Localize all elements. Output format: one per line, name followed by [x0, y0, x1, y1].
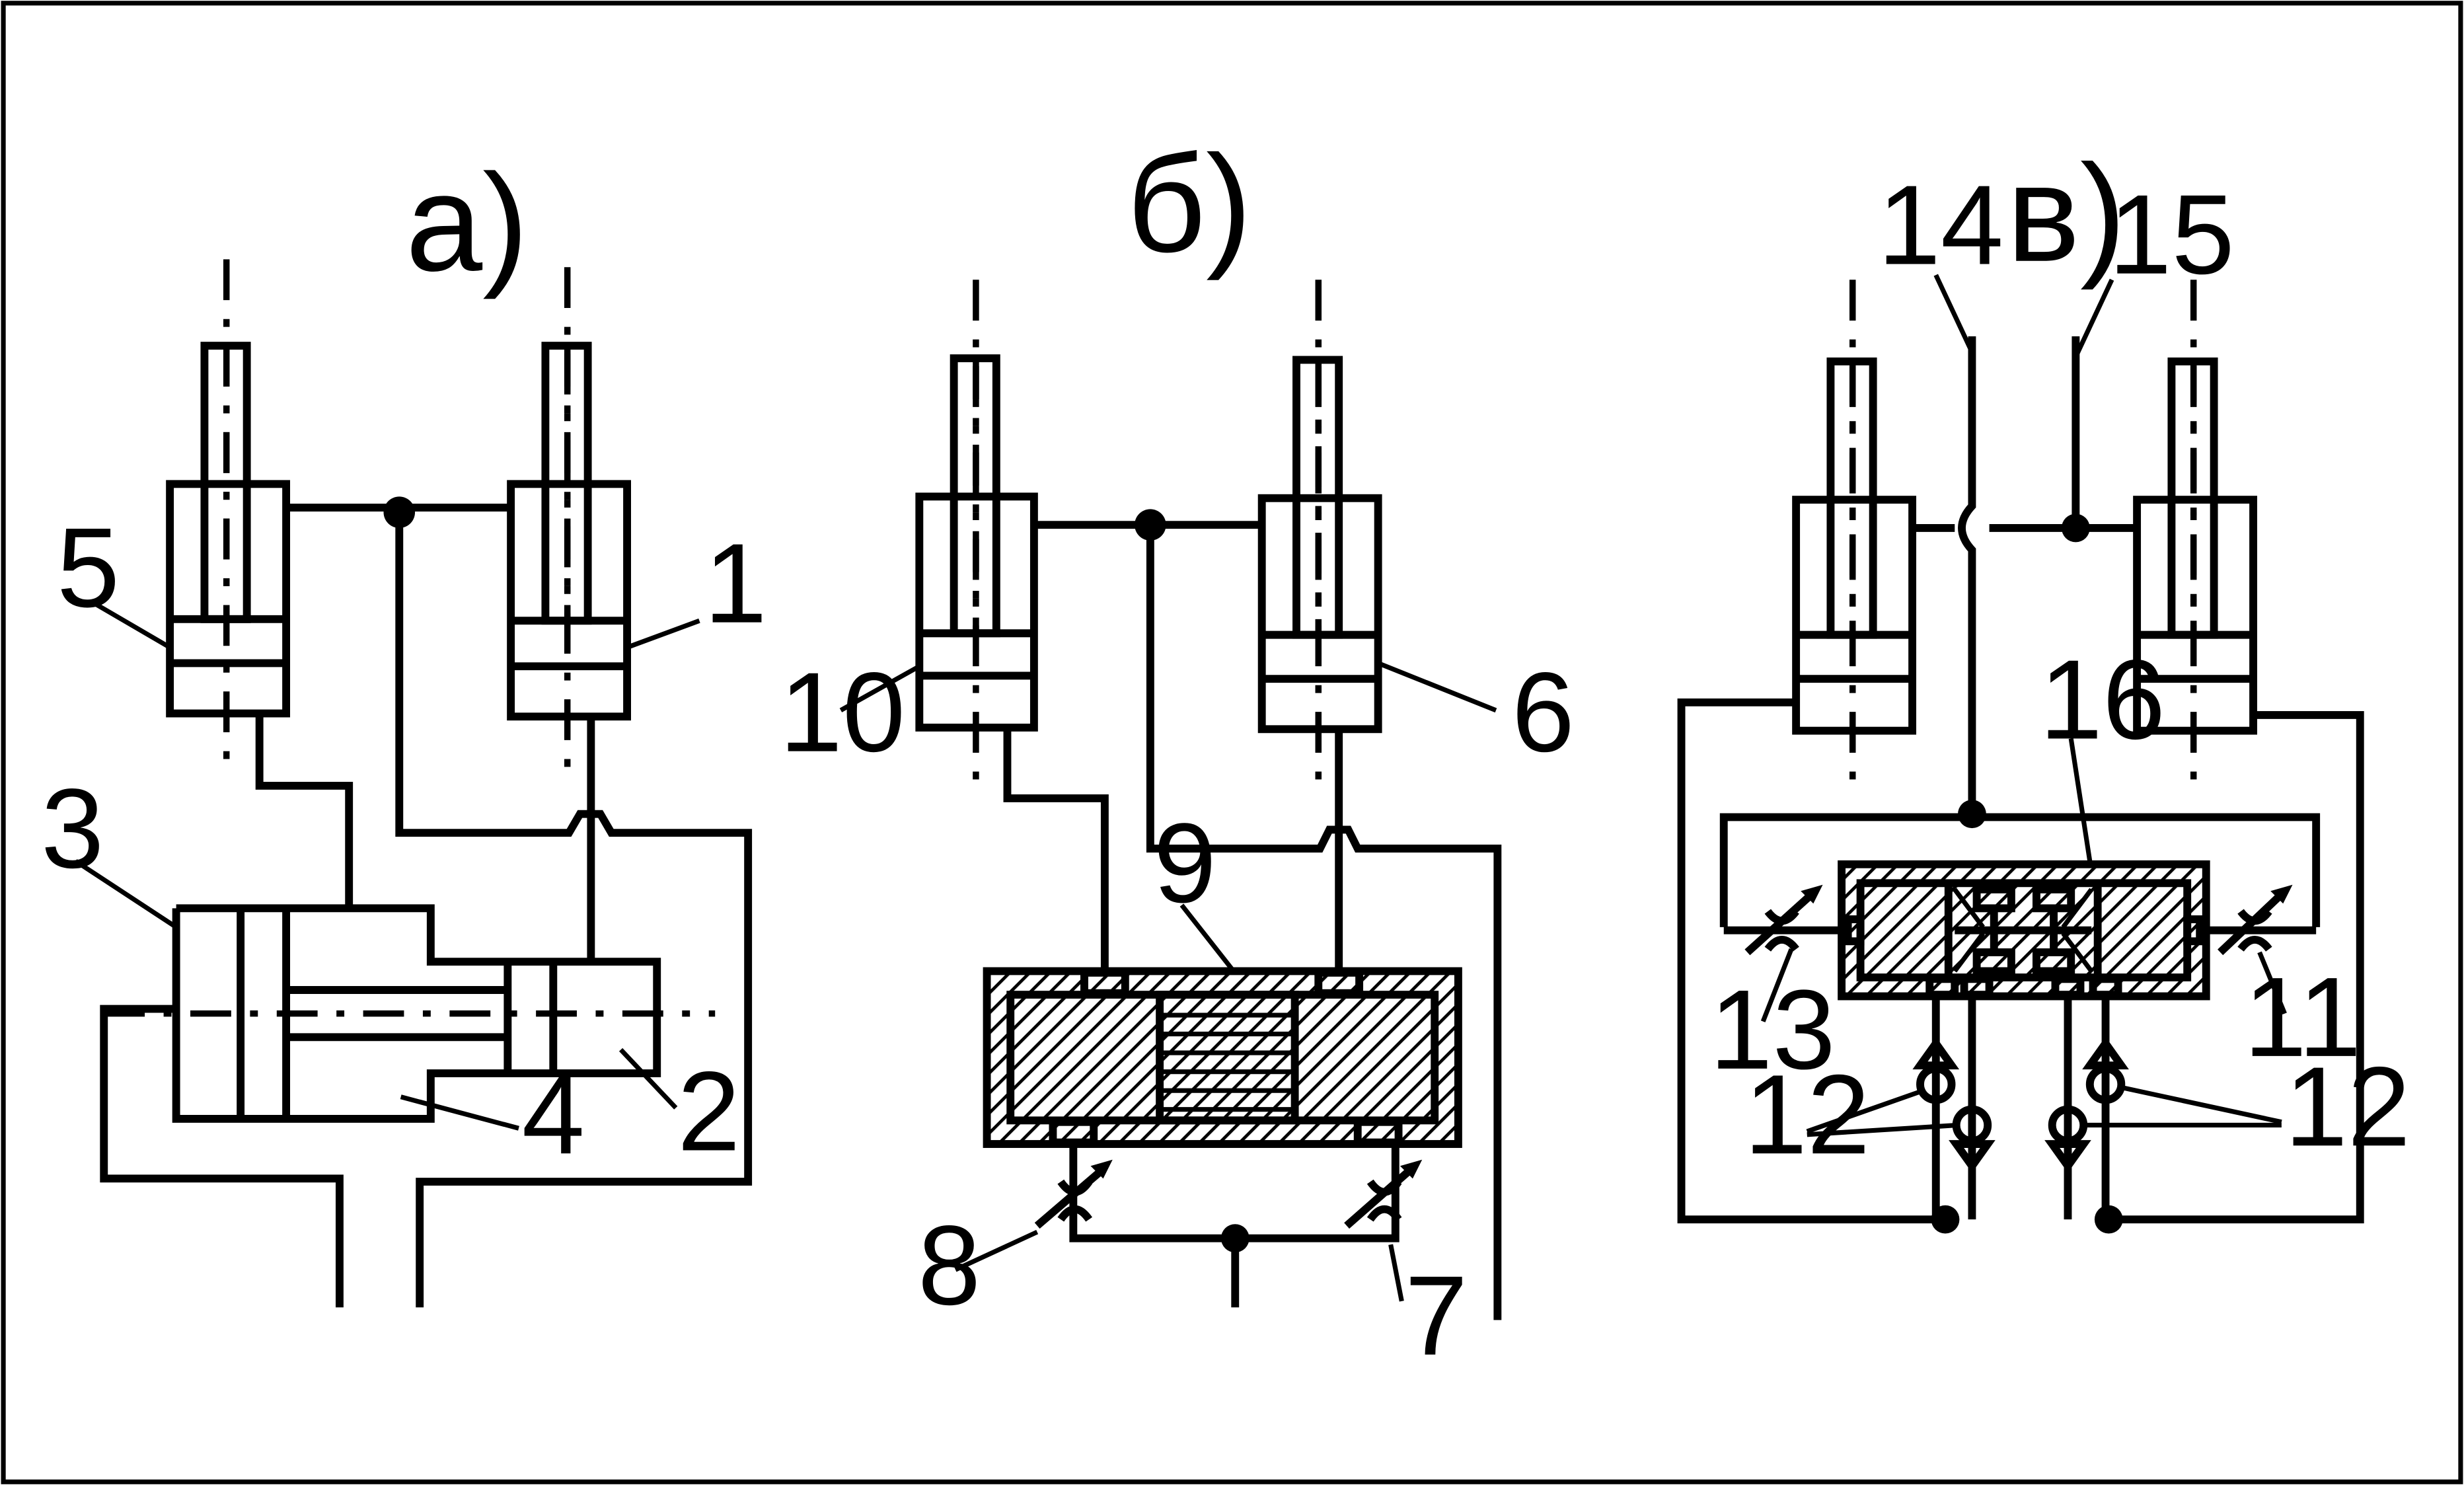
- label-10: 10: [780, 650, 905, 776]
- panel-v-title: в): [2007, 137, 2126, 291]
- label-6: 6: [1512, 650, 1575, 776]
- label-4: 4: [522, 1051, 585, 1178]
- label-7: 7: [1405, 1253, 1468, 1379]
- label-12-left: 12: [1744, 1051, 1870, 1178]
- check-valve-12: [1912, 1036, 2129, 1173]
- panel-a: а): [41, 146, 767, 1308]
- panel-a-pipes: [100, 496, 753, 1308]
- label-2: 2: [677, 1049, 740, 1175]
- panel-v: в): [1677, 137, 2410, 1234]
- throttle-7: [1344, 1159, 1423, 1229]
- label-8: 8: [918, 1203, 981, 1329]
- label-1: 1: [704, 521, 767, 647]
- panel-b: б): [780, 127, 1575, 1379]
- label-12-right: 12: [2285, 1044, 2410, 1170]
- junction-dot: [1931, 1205, 1960, 1234]
- cylinder-10: [915, 280, 1038, 786]
- panel-v-pipes: [1677, 336, 2364, 1234]
- throttle-11: [2218, 884, 2293, 956]
- cylinder-5: [166, 259, 291, 778]
- throttle-8: [1034, 1159, 1113, 1229]
- cylinder-1: [507, 267, 631, 778]
- stepped-cylinder-3-2: [104, 904, 716, 1123]
- panel-a-leaders: [74, 601, 700, 1131]
- panel-a-title: а): [406, 146, 529, 300]
- label-9: 9: [1154, 800, 1216, 927]
- junction-dot: [2094, 1205, 2123, 1234]
- panel-b-title: б): [1127, 127, 1252, 281]
- label-15: 15: [2109, 172, 2234, 298]
- cylinder-right-v: [2133, 280, 2257, 786]
- label-13: 13: [1709, 967, 1835, 1093]
- label-14: 14: [1878, 162, 2003, 288]
- junction-dot: [2061, 514, 2090, 543]
- label-5: 5: [57, 505, 120, 631]
- cylinder-left-v: [1792, 280, 1917, 786]
- label-16: 16: [2040, 637, 2165, 763]
- label-3: 3: [41, 766, 104, 892]
- synchronizer-9: [983, 967, 1462, 1148]
- cylinder-6: [1257, 280, 1382, 786]
- panel-b-leaders: [839, 661, 1497, 1302]
- label-11: 11: [2244, 954, 2362, 1081]
- valve-block-16: [1838, 860, 2210, 1001]
- panel-v-leaders: [1760, 274, 2287, 1137]
